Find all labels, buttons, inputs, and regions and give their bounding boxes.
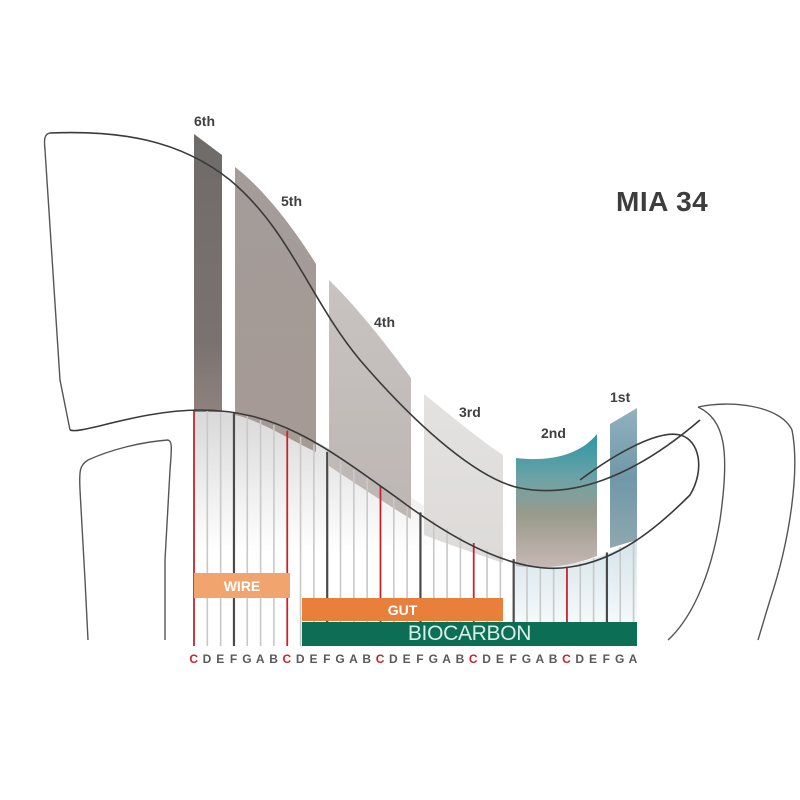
note-B: B bbox=[455, 652, 465, 666]
note-D: D bbox=[295, 652, 305, 666]
model-title: MIA 34 bbox=[616, 186, 709, 217]
course-2nd-column bbox=[516, 434, 597, 568]
note-D: D bbox=[389, 652, 398, 666]
note-B: B bbox=[362, 652, 372, 666]
note-G: G bbox=[428, 652, 438, 666]
note-G: G bbox=[521, 652, 532, 666]
harp-pillar-lower-outline bbox=[79, 439, 173, 641]
course-label-2nd: 2nd bbox=[541, 425, 566, 441]
course-label-4th: 4th bbox=[374, 314, 395, 330]
note-D: D bbox=[202, 652, 212, 666]
course-label-3rd: 3rd bbox=[459, 404, 481, 420]
note-F: F bbox=[323, 652, 331, 666]
note-F: F bbox=[602, 652, 611, 666]
note-A: A bbox=[442, 652, 451, 666]
note-E: E bbox=[309, 652, 318, 666]
gut-label: GUT bbox=[387, 601, 418, 618]
note-C: C bbox=[282, 652, 292, 666]
note-F: F bbox=[416, 652, 424, 666]
course-label-5th: 5th bbox=[281, 193, 302, 209]
note-A: A bbox=[349, 652, 358, 666]
course-5th-column bbox=[235, 167, 316, 452]
note-E: E bbox=[402, 652, 411, 666]
note-G: G bbox=[335, 652, 345, 666]
note-D: D bbox=[482, 652, 491, 666]
note-A: A bbox=[255, 652, 265, 666]
note-F: F bbox=[229, 652, 238, 666]
course-4th-column bbox=[329, 280, 411, 519]
note-C: C bbox=[189, 652, 198, 666]
harp-base-right-outline bbox=[667, 403, 796, 641]
note-B: B bbox=[269, 652, 278, 666]
note-G: G bbox=[614, 652, 625, 666]
note-D: D bbox=[575, 652, 585, 666]
note-E: E bbox=[495, 652, 504, 666]
wire-band: WIRE bbox=[194, 573, 290, 598]
course-label-6th: 6th bbox=[194, 113, 215, 129]
note-E: E bbox=[216, 652, 225, 666]
wire-label: WIRE bbox=[223, 577, 261, 594]
note-A: A bbox=[535, 652, 545, 666]
biocarbon-label: BIOCARBON bbox=[407, 622, 532, 645]
note-C: C bbox=[562, 652, 571, 666]
course-1st-column bbox=[610, 408, 637, 548]
gut-band: GUT bbox=[302, 598, 503, 621]
note-E: E bbox=[589, 652, 598, 666]
note-C: C bbox=[375, 652, 385, 666]
biocarbon-band: BIOCARBON bbox=[302, 622, 637, 646]
note-A: A bbox=[628, 652, 638, 666]
harp-pillar-outline bbox=[43, 132, 71, 431]
course-6th-column bbox=[194, 134, 222, 412]
harp-soundboard-outline bbox=[69, 409, 700, 569]
harp-neck-outline bbox=[49, 131, 701, 492]
course-3rd-column bbox=[424, 394, 503, 563]
note-F: F bbox=[509, 652, 517, 666]
note-C: C bbox=[468, 652, 478, 666]
note-B: B bbox=[548, 652, 558, 666]
note-G: G bbox=[242, 652, 252, 666]
course-label-1st: 1st bbox=[610, 389, 631, 405]
